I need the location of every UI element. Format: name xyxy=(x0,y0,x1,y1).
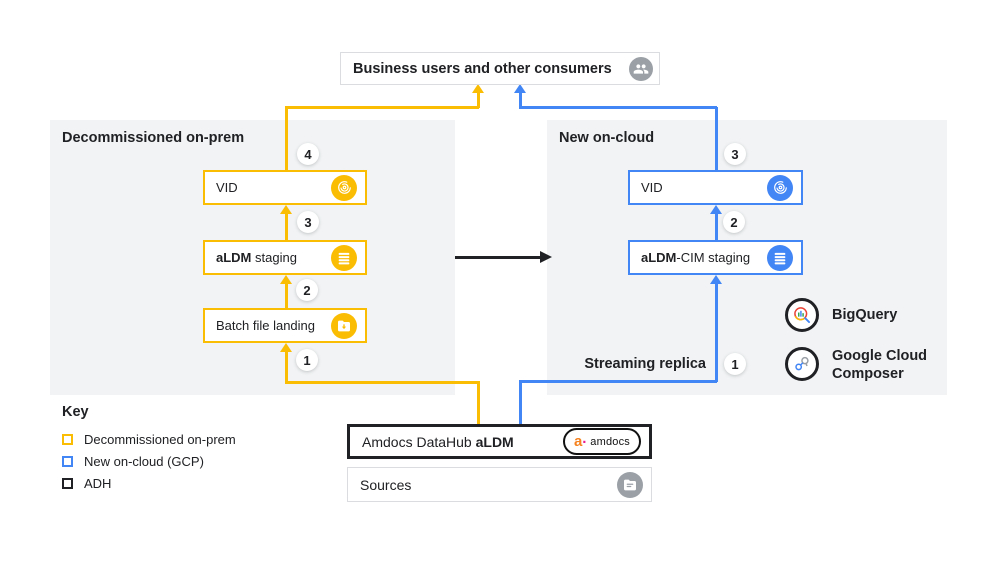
flow-line-yellow-from-aldm xyxy=(477,381,480,425)
flow-line-blue-top-horizontal xyxy=(519,106,717,109)
key-item-onprem: Decommissioned on-prem xyxy=(62,432,236,447)
business-users-label: Business users and other consumers xyxy=(353,60,612,77)
migration-arrowhead xyxy=(540,251,552,263)
migration-arrow-line xyxy=(455,256,540,259)
onprem-staging-node: aLDM staging xyxy=(203,240,367,275)
flow-line-blue-streaming-vertical xyxy=(715,282,718,382)
key-item-adh-label: ADH xyxy=(84,476,112,491)
oncloud-panel-title: New on-cloud xyxy=(559,130,655,146)
bigquery-label: BigQuery xyxy=(832,307,898,323)
amdocs-datahub-node: Amdocs DataHub aLDM a · amdocs xyxy=(347,424,652,459)
flow-line-blue-from-aldm xyxy=(519,380,522,425)
legend-swatch-blue xyxy=(62,456,73,467)
oncloud-staging-label: aLDM-CIM staging xyxy=(641,250,751,265)
step-badge-onprem-4: 4 xyxy=(297,143,319,165)
oncloud-vid-node: VID xyxy=(628,170,803,205)
folder-download-icon xyxy=(331,312,357,339)
fingerprint-icon xyxy=(767,174,793,201)
onprem-staging-label: aLDM staging xyxy=(216,250,297,265)
step-badge-oncloud-3: 3 xyxy=(724,143,746,165)
bigquery-icon xyxy=(785,298,819,332)
flow-line-yellow-vid-up xyxy=(285,107,288,171)
onprem-vid-node: VID xyxy=(203,170,367,205)
onprem-panel-title: Decommissioned on-prem xyxy=(62,130,245,146)
flow-line-yellow-bottom-horizontal xyxy=(285,381,479,384)
arrowhead-yellow-staging xyxy=(280,275,292,284)
sources-folder-icon xyxy=(617,471,643,498)
legend-swatch-black xyxy=(62,478,73,489)
flow-line-yellow-top-horizontal xyxy=(285,106,479,109)
step-badge-oncloud-1: 1 xyxy=(724,353,746,375)
step-badge-onprem-2: 2 xyxy=(296,279,318,301)
arrowhead-blue-vid xyxy=(710,205,722,214)
flow-line-yellow-batch-staging xyxy=(285,282,288,308)
streaming-replica-label: Streaming replica xyxy=(584,356,706,372)
step-badge-onprem-1: 1 xyxy=(296,349,318,371)
key-item-oncloud-label: New on-cloud (GCP) xyxy=(84,454,204,469)
oncloud-vid-label: VID xyxy=(641,180,663,195)
onprem-vid-label: VID xyxy=(216,180,238,195)
business-users-box: Business users and other consumers xyxy=(340,52,660,85)
cloud-composer-label: Google Cloud Composer xyxy=(832,348,928,382)
step-badge-onprem-3: 3 xyxy=(297,211,319,233)
people-icon xyxy=(629,56,653,81)
key-item-onprem-label: Decommissioned on-prem xyxy=(84,432,236,447)
key-title: Key xyxy=(62,404,89,420)
sources-node: Sources xyxy=(347,467,652,502)
flow-line-yellow-staging-vid xyxy=(285,212,288,240)
stack-icon xyxy=(331,244,357,271)
key-item-oncloud: New on-cloud (GCP) xyxy=(62,454,204,469)
onprem-batch-node: Batch file landing xyxy=(203,308,367,343)
fingerprint-icon xyxy=(331,174,357,201)
onprem-batch-label: Batch file landing xyxy=(216,318,316,333)
amdocs-logo: a · amdocs xyxy=(562,428,641,455)
key-item-adh: ADH xyxy=(62,476,111,491)
amdocs-datahub-label: Amdocs DataHub aLDM xyxy=(362,433,514,450)
cloud-composer-icon xyxy=(785,347,819,381)
arrowhead-yellow-batch xyxy=(280,343,292,352)
flow-line-blue-to-consumers xyxy=(519,92,522,108)
flow-line-yellow-bottom-vertical xyxy=(285,350,288,383)
flow-line-blue-bottom-horizontal xyxy=(519,380,717,383)
arrowhead-blue-consumers xyxy=(514,84,526,93)
step-badge-oncloud-2: 2 xyxy=(723,211,745,233)
legend-swatch-yellow xyxy=(62,434,73,445)
stack-icon xyxy=(767,244,793,271)
arrowhead-yellow-vid xyxy=(280,205,292,214)
flow-line-yellow-to-consumers xyxy=(477,92,480,108)
arrowhead-yellow-consumers xyxy=(472,84,484,93)
arrowhead-blue-staging xyxy=(710,275,722,284)
sources-label: Sources xyxy=(360,476,412,493)
oncloud-staging-node: aLDM-CIM staging xyxy=(628,240,803,275)
flow-line-blue-staging-vid xyxy=(715,212,718,240)
flow-line-blue-vid-up xyxy=(715,107,718,171)
